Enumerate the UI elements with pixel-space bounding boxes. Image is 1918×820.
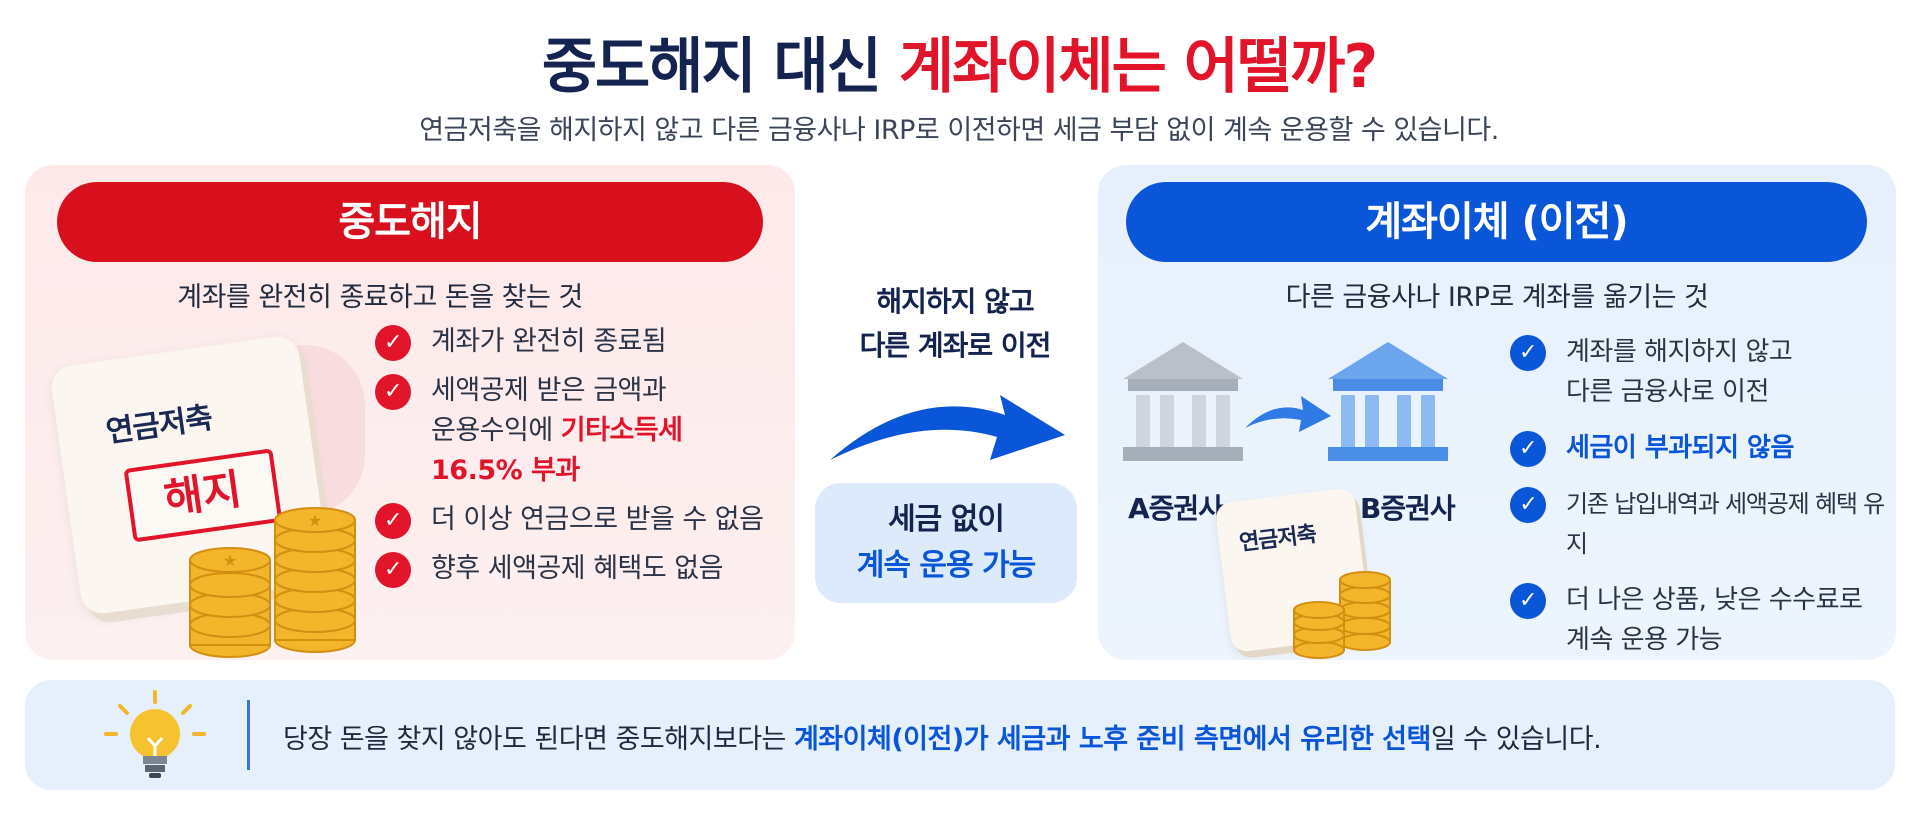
tip-banner: 당장 돈을 찾지 않아도 된다면 중도해지보다는 계좌이체(이전)가 세금과 노… [25,680,1895,790]
check-icon: ✓ [1510,335,1546,371]
check-icon: ✓ [1510,487,1546,523]
divider [247,700,250,770]
account-transfer-description: 다른 금융사나 IRP로 계좌를 옮기는 것 [1285,282,1709,313]
check-icon: ✓ [375,552,411,588]
svg-text:★: ★ [223,551,237,570]
bank-icon [1328,342,1448,461]
svg-text:★: ★ [308,511,322,530]
tip-text: 당장 돈을 찾지 않아도 된다면 중도해지보다는 계좌이체(이전)가 세금과 노… [283,724,1602,755]
coin-stack-icon [1293,571,1391,659]
bank-b-label: B증권사 [1360,492,1456,525]
check-icon: ✓ [375,503,411,539]
check-icon: ✓ [375,374,411,410]
list-item: ✓기존 납입내역과 세액공제 혜택 유지 [1510,484,1890,564]
no-tax-box: 세금 없이 계속 운용 가능 [815,483,1077,603]
list-item: ✓향후 세액공제 혜택도 없음 [375,549,785,589]
account-transfer-header: 계좌이체 (이전) [1126,182,1867,262]
page-title: 중도해지 대신 계좌이체는 어떨까? [0,18,1918,105]
page-subtitle: 연금저축을 해지하지 않고 다른 금융사나 IRP로 이전하면 세금 부담 없이… [419,115,1499,146]
document-title: 연금저축 [1237,522,1318,557]
check-icon: ✓ [1510,431,1546,467]
arrow-icon [1245,396,1331,432]
document-title: 연금저축 [103,400,215,451]
check-icon: ✓ [375,325,411,361]
coin-stack-icon: ★ ★ [189,507,356,658]
bank-icon [1123,342,1243,461]
list-item: ✓더 이상 연금으로 받을 수 없음 [375,500,785,540]
list-item: ✓세금이 부과되지 않음 [1510,428,1890,468]
early-termination-header: 중도해지 [57,182,763,262]
account-transfer-panel: 계좌이체 (이전) 다른 금융사나 IRP로 계좌를 옮기는 것 A증권사 B증… [1098,165,1896,660]
early-termination-panel: 중도해지 계좌를 완전히 종료하고 돈을 찾는 것 연금저축 해지 ★ ★ ✓계… [25,165,795,660]
check-icon: ✓ [1510,583,1546,619]
title-part-1: 중도해지 대신 [541,32,899,102]
list-item: ✓계좌가 완전히 종료됨 [375,322,785,362]
lightbulb-icon [104,690,206,778]
transfer-caption: 해지하지 않고 다른 계좌로 이전 [859,285,1052,362]
arrow-icon [830,395,1065,460]
early-termination-description: 계좌를 완전히 종료하고 돈을 찾는 것 [177,282,583,313]
bank-a-label: A증권사 [1128,492,1224,525]
title-part-2: 계좌이체는 어떨까? [898,32,1378,102]
